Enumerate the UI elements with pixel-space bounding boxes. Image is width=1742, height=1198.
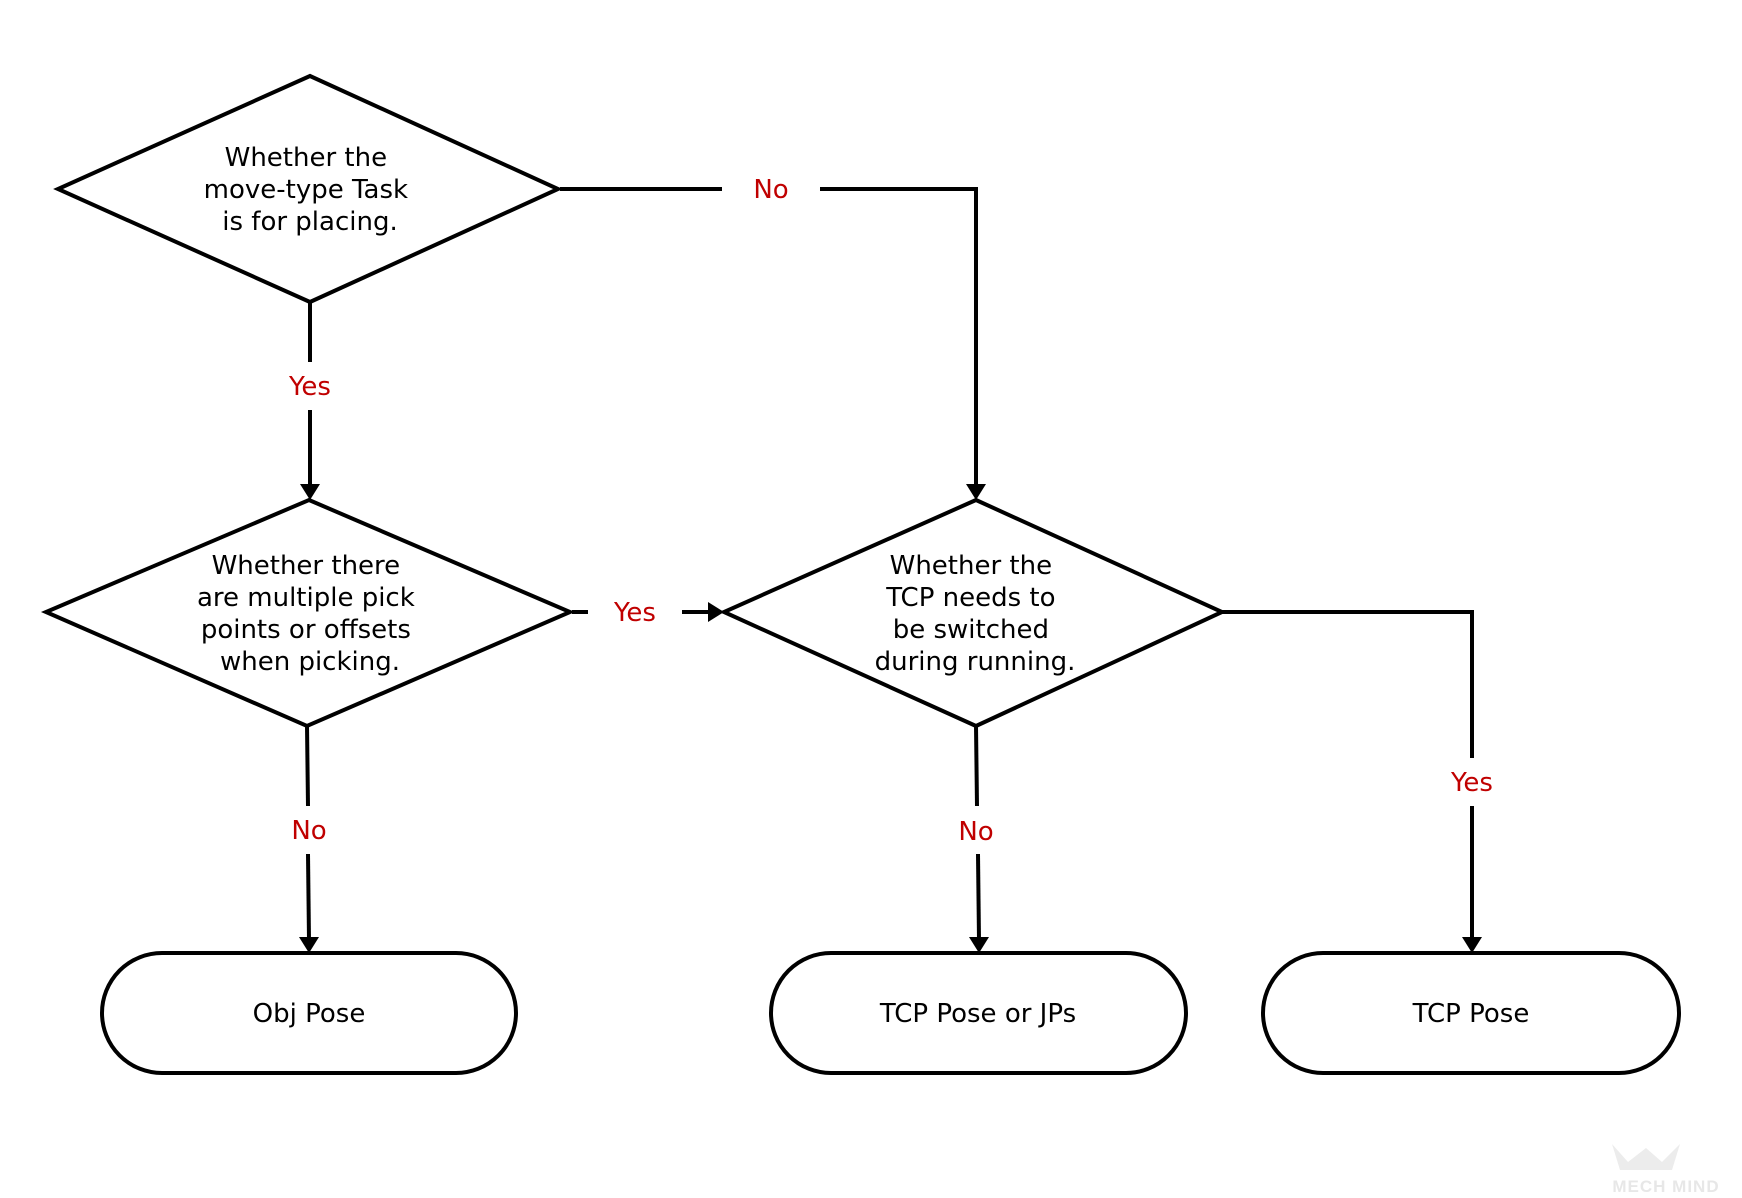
edge-multiple-no: No: [291, 725, 327, 953]
decision-placing: Whether the move-type Task is for placin…: [53, 73, 563, 305]
watermark-text: MECH MIND: [1612, 1177, 1719, 1196]
edge-label-no: No: [753, 175, 788, 205]
edge-placing-no: No: [560, 175, 986, 500]
edge-placing-yes: Yes: [288, 302, 331, 500]
decision-text: Whether the move-type Task is for placin…: [204, 143, 417, 237]
arrowhead-icon: [708, 602, 724, 622]
decision-text-line: is for placing.: [222, 207, 397, 237]
terminal-tcp-pose: TCP Pose: [1261, 951, 1681, 1075]
edge-label-yes: Yes: [288, 372, 331, 402]
decision-text-line: when picking.: [220, 647, 400, 677]
terminal-label: TCP Pose: [1412, 999, 1530, 1029]
decision-text: Whether there are multiple pick points o…: [197, 551, 423, 677]
edge-multiple-no-segment-2: [306, 853, 311, 941]
decision-multiple: Whether there are multiple pick points o…: [40, 497, 576, 729]
edge-tcp-no: No: [958, 725, 994, 953]
arrowhead-icon: [966, 484, 986, 500]
arrowhead-icon: [300, 484, 320, 500]
terminal-shape: [1261, 951, 1681, 1075]
edge-tcp-yes-segment-1: [1222, 610, 1474, 758]
decision-text-line: Whether there: [212, 551, 401, 581]
decision-text-line: Whether the: [225, 143, 387, 173]
decision-text-line: points or offsets: [201, 615, 411, 645]
edge-label-no: No: [958, 817, 993, 847]
decision-tcp: Whether the TCP needs to be switched dur…: [719, 497, 1227, 729]
edge-placing-no-segment-2: [820, 187, 978, 488]
terminal-shape: [769, 951, 1188, 1075]
decision-text: Whether the TCP needs to be switched dur…: [875, 551, 1076, 677]
decision-text-line: during running.: [875, 647, 1076, 677]
decision-text-line: move-type Task: [204, 175, 408, 205]
terminal-tcp-pose-or-jps: TCP Pose or JPs: [769, 951, 1188, 1075]
arrowhead-icon: [299, 937, 319, 953]
decision-text-line: are multiple pick: [197, 583, 415, 613]
decision-diamond: [40, 497, 576, 729]
decision-text-line: be switched: [893, 615, 1049, 645]
terminal-shape: [100, 951, 518, 1075]
edge-tcp-yes: Yes: [1222, 610, 1493, 953]
watermark-logo-icon: [1612, 1144, 1680, 1170]
edge-label-yes: Yes: [613, 598, 656, 628]
edge-multiple-no-segment-1: [305, 725, 310, 807]
edge-multiple-yes: Yes: [572, 598, 724, 628]
watermark: MECH MIND: [1612, 1144, 1719, 1196]
arrowhead-icon: [969, 937, 989, 953]
terminal-obj-pose: Obj Pose: [100, 951, 518, 1075]
decision-text-line: TCP needs to: [885, 583, 1055, 613]
decision-diamond: [53, 73, 563, 305]
terminal-label: TCP Pose or JPs: [879, 999, 1076, 1029]
edge-tcp-no-segment-1: [974, 725, 979, 807]
arrowhead-icon: [1462, 937, 1482, 953]
edge-label-yes: Yes: [1450, 768, 1493, 798]
edge-label-no: No: [291, 816, 326, 846]
edge-tcp-no-segment-2: [976, 853, 981, 941]
decision-text-line: Whether the: [890, 551, 1052, 581]
decision-diamond: [719, 497, 1227, 729]
terminal-label: Obj Pose: [253, 999, 366, 1029]
